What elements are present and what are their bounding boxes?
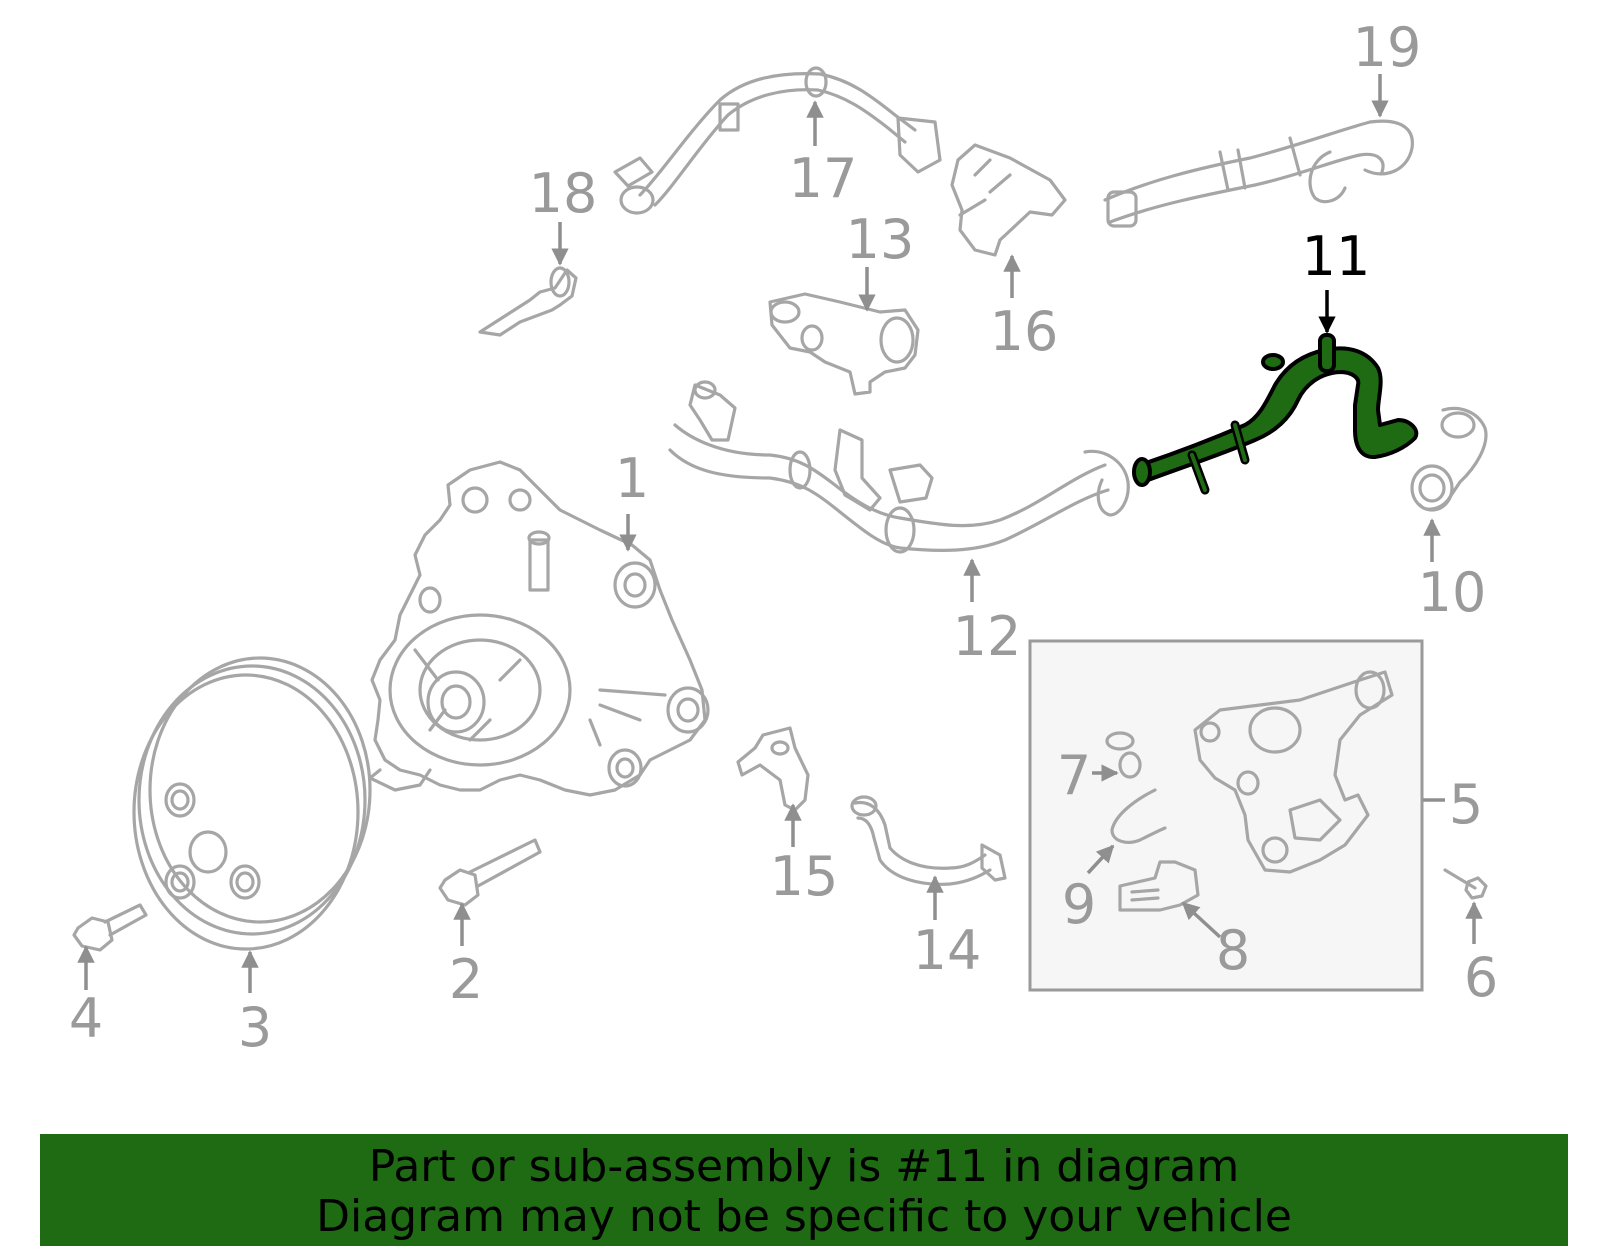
callout-2: 2 bbox=[449, 948, 483, 1011]
part-14-pipe bbox=[850, 795, 1007, 886]
callout-labels: 1 2 3 4 5 6 7 8 9 10 11 12 13 14 15 16 1… bbox=[69, 16, 1498, 1059]
part-11-tube-highlighted bbox=[1132, 333, 1419, 495]
part-16-connector bbox=[950, 143, 1067, 257]
callout-7: 7 bbox=[1057, 744, 1091, 807]
part-15-bracket bbox=[736, 726, 810, 812]
part-5-thermostat-housing bbox=[1193, 670, 1394, 874]
callout-18: 18 bbox=[529, 162, 598, 225]
callout-13: 13 bbox=[846, 208, 915, 271]
banner-line-2: Diagram may not be specific to your vehi… bbox=[316, 1191, 1292, 1242]
leader-arrows bbox=[77, 74, 1483, 993]
part-8-sensor bbox=[1118, 860, 1200, 912]
callout-4: 4 bbox=[69, 987, 103, 1050]
info-banner: Part or sub-assembly is #11 in diagram D… bbox=[40, 1134, 1568, 1246]
arrow-8 bbox=[1181, 901, 1222, 939]
part-13-outlet bbox=[768, 292, 920, 396]
callout-17: 17 bbox=[789, 147, 858, 210]
part-18-sensor bbox=[478, 266, 578, 337]
part-2-bolt bbox=[438, 838, 542, 907]
callout-15: 15 bbox=[770, 845, 839, 908]
part-1-water-pump bbox=[368, 460, 710, 797]
callout-1: 1 bbox=[615, 447, 649, 510]
callout-5: 5 bbox=[1449, 773, 1483, 836]
part-4-bolt bbox=[72, 903, 148, 952]
callout-12: 12 bbox=[953, 605, 1022, 668]
callout-19: 19 bbox=[1353, 16, 1422, 79]
part-7-seal bbox=[1105, 731, 1142, 779]
part-6-bolt bbox=[1443, 868, 1488, 900]
callout-10: 10 bbox=[1418, 561, 1487, 624]
part-3-pulley bbox=[132, 656, 372, 951]
callout-6: 6 bbox=[1464, 946, 1498, 1009]
callout-16: 16 bbox=[990, 300, 1059, 363]
callout-14: 14 bbox=[913, 919, 982, 982]
callout-11: 11 bbox=[1302, 225, 1371, 288]
callout-3: 3 bbox=[238, 996, 272, 1059]
part-12-hose bbox=[668, 380, 1130, 554]
arrow-9 bbox=[1086, 844, 1115, 875]
part-9-clip bbox=[1110, 788, 1167, 844]
banner-line-1: Part or sub-assembly is #11 in diagram bbox=[368, 1141, 1240, 1192]
callout-8: 8 bbox=[1216, 919, 1250, 982]
callout-9: 9 bbox=[1062, 873, 1096, 936]
part-10-elbow bbox=[1410, 406, 1488, 512]
part-17-hose bbox=[613, 66, 942, 215]
part-19-hose bbox=[1103, 119, 1414, 228]
